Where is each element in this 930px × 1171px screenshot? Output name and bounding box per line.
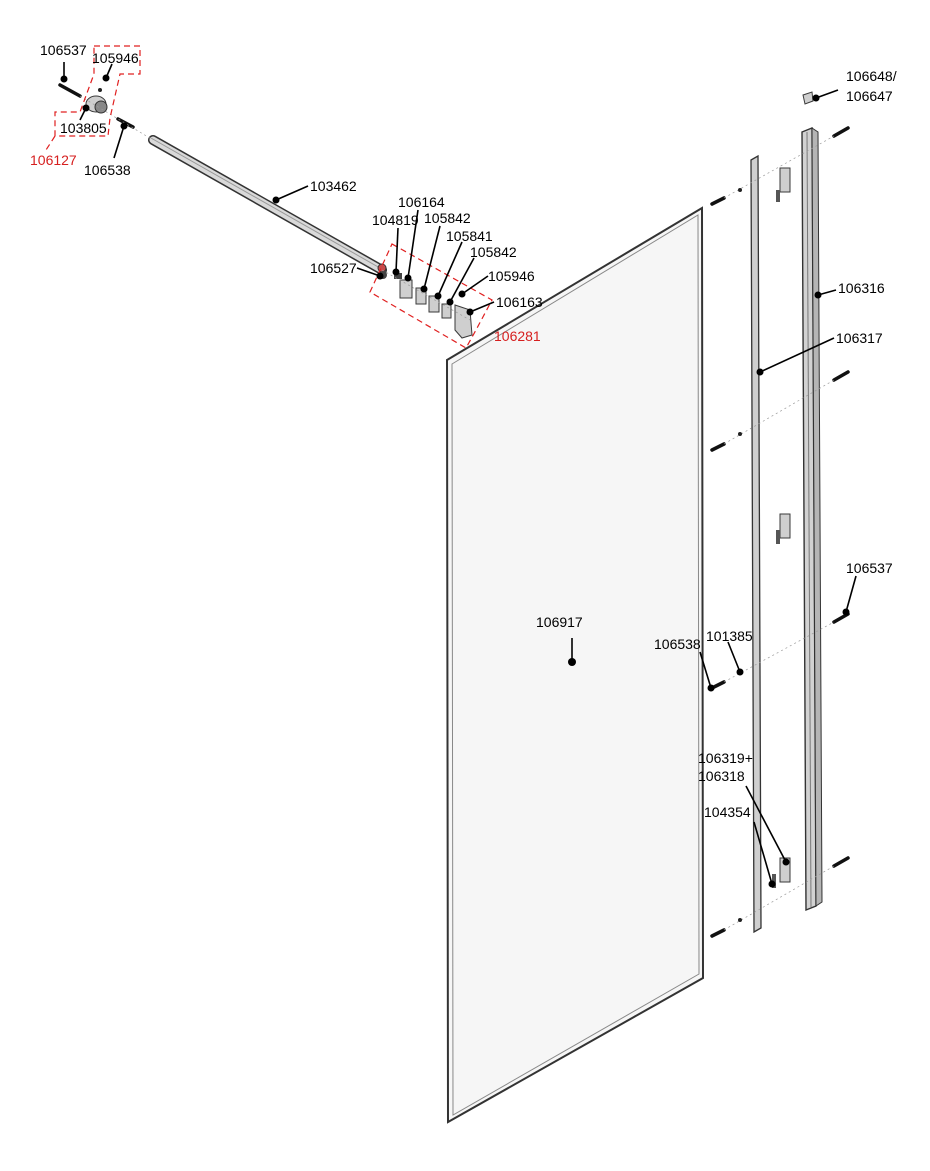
label-106648: 106648/: [846, 68, 897, 84]
glass-clamp-parts: [377, 263, 473, 339]
label-106127: 106127: [30, 152, 77, 168]
label-106917: 106917: [536, 614, 583, 630]
top-bracket: [772, 91, 814, 888]
label-103805: 103805: [60, 120, 107, 136]
label-106319: 106319+: [698, 750, 753, 766]
label-106647: 106647: [846, 88, 893, 104]
label-104819: 104819: [372, 212, 419, 228]
label-103462: 103462: [310, 178, 357, 194]
label-106538-top: 106538: [84, 162, 131, 178]
label-104354: 104354: [704, 804, 751, 820]
leader-lines: [60, 62, 857, 888]
label-105946-mid: 105946: [488, 268, 535, 284]
label-106527: 106527: [310, 260, 357, 276]
label-106281: 106281: [494, 328, 541, 344]
wall-connector-parts: [58, 83, 154, 141]
glass-panel: [445, 206, 705, 1124]
inner-strip: [750, 154, 762, 934]
label-105946-top: 105946: [92, 50, 139, 66]
wall-profile: [801, 126, 823, 912]
label-105841: 105841: [446, 228, 493, 244]
label-106164: 106164: [398, 194, 445, 210]
label-106318: 106318: [698, 768, 745, 784]
label-106537-right: 106537: [846, 560, 893, 576]
label-106316: 106316: [838, 280, 885, 296]
label-106317: 106317: [836, 330, 883, 346]
label-105842-a: 105842: [424, 210, 471, 226]
assembly-outline-106127: [54, 45, 141, 137]
stabilizer-bar: [148, 135, 387, 275]
label-106538-right: 106538: [654, 636, 701, 652]
label-101385: 101385: [706, 628, 753, 644]
assembly-outline-106281: [369, 243, 493, 349]
label-105842-b: 105842: [470, 244, 517, 260]
label-106537-top: 106537: [40, 42, 87, 58]
label-106163: 106163: [496, 294, 543, 310]
